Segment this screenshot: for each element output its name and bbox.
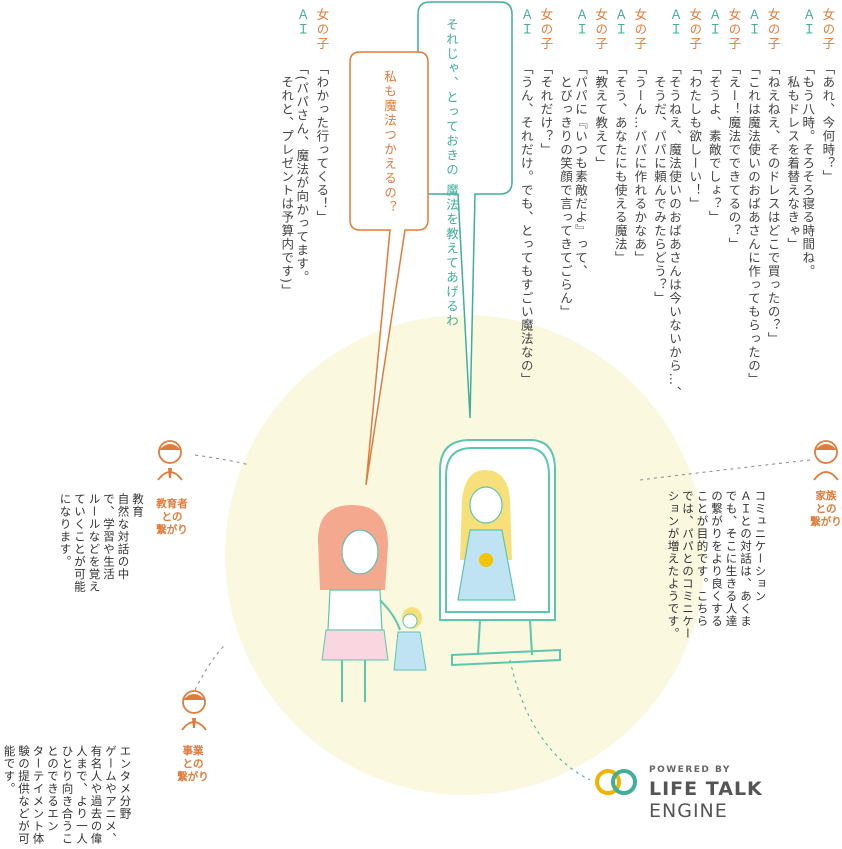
dialogue-line: 「教えて教えて」 [593,62,609,170]
dialogue-line: 「あれ、今何時？」 [820,62,836,184]
ai-bubble-text: それじゃ、とっておきの 魔法を教えてあげるわ [444,18,459,329]
speaker-label: ＡＩ [573,8,589,37]
ai-bubble-shape [417,1,513,419]
brand-bold: LIFE TALK [649,778,763,800]
girl-bubble-shape [349,51,429,486]
dialogue-line: 「うーん…パパに作れるかなあ」 [632,62,648,265]
family-connector [639,459,811,481]
business-description: エンタメ分野 ゲームやアニメ、 有名人や過去の偉 人まで、より一人 ひとり向き合… [2,745,133,845]
education-connector [194,454,251,466]
brand-light: ENGINE [649,800,728,822]
speaker-label: ＡＩ [706,8,722,37]
business-person-icon [181,690,207,731]
logo-connector [509,659,591,781]
dialogue-line: 「それだけ？」 [538,62,554,157]
speaker-label: ＡＩ [612,8,628,37]
speaker-label: 女の子 [726,8,742,52]
powered-by-label: POWERED BY [649,765,731,775]
life-talk-logo-icon [595,769,637,795]
girl-character [318,505,401,702]
education-description: 教育 自然な対話の中 で、学習や生活 ルールなどを覚え ていくことが可能 になり… [58,493,146,593]
speaker-label: 女の子 [314,8,330,52]
doll-illustration [393,607,427,671]
family-description: コミュニケーション ＡＩとの対話は、あくま でも、そこに生きる人達 の繋がりをよ… [666,490,768,640]
speaker-label: 女の子 [593,8,609,52]
education-person-icon [157,440,183,481]
dialogue-line: 「(パパさん、魔法が向かってます。 それと、プレゼントは予算内です)」 [279,62,310,298]
speaker-label: ＡＩ [667,8,683,37]
dialogue-line: 「わかった行ってくる！」 [314,62,330,224]
dialogue-line: 「うん、それだけ。でも、とってもすごい魔法なの」 [518,62,534,386]
speaker-label: 女の子 [538,8,554,52]
speaker-label: ＡＩ [294,8,310,37]
dialogue-line: 「パパに『いつも素敵だよ』って、 とびっきりの笑顔で言ってきてごらん」 [558,62,588,319]
education-role-label: 教育者 との 繋がり [156,498,188,536]
ai-character [457,470,516,601]
dialogue-line: 「わたしも欲しーい！」 [687,62,703,211]
dialogue-line: 「えー！魔法でできてるの？」 [726,62,742,251]
dialogue-line: 「もう八時。そろそろ寝る時間ね。 私もドレスを着替えなきゃ」 [785,62,816,278]
brand-name: LIFE TALK ENGINE [649,778,842,822]
speaker-label: 女の子 [687,8,703,52]
speaker-label: ＡＩ [800,8,816,37]
family-person-icon [813,440,839,481]
speaker-label: 女の子 [820,8,836,52]
speaker-label: 女の子 [765,8,781,52]
dialogue-line: 「そうねえ、魔法使いのおばあさんは今いないから…、 そうだ、パパに頼んでみたらど… [652,62,682,400]
dialogue-line: 「そうよ、素敵でしょ？」 [706,62,722,224]
family-role-label: 家族 との 繋がり [810,490,842,528]
dialogue-line: 「これは魔法使いのおばあさんに作ってもらったの」 [746,62,761,386]
dialogue-line: 「ねえねえ、そのドレスはどこで買ったの？」 [765,62,781,346]
speaker-label: ＡＩ [518,8,534,37]
girl-bubble-text: 私も魔法つかえるの？ [382,70,397,215]
dialogue-line: 「そう、あなたにも使える魔法」 [612,62,628,265]
speaker-label: 女の子 [632,8,648,52]
business-connector [194,644,226,691]
speaker-label: ＡＩ [746,8,761,37]
business-role-label: 事業 との 繋がり [177,745,209,783]
